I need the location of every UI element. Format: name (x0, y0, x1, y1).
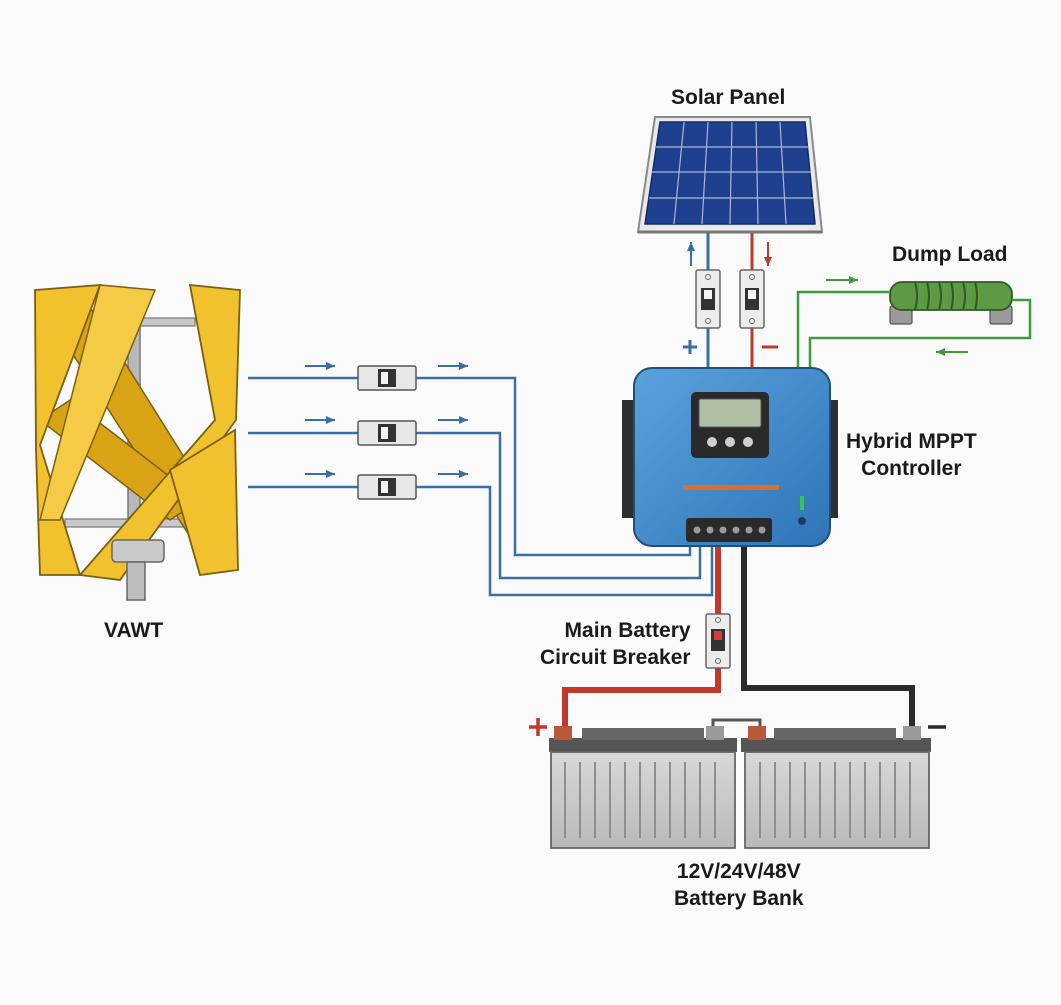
controller-accent-stripe (683, 485, 779, 490)
dump-load-wire-out (808, 298, 1032, 368)
vawt-flow-arrows (305, 362, 468, 478)
battery-bank-label: 12V/24V/48V Battery Bank (674, 858, 804, 912)
battery-2 (741, 726, 931, 849)
vawt-wire-fuses (357, 365, 417, 500)
battery-bank-label-line1: 12V/24V/48V (676, 860, 801, 883)
controller-button-3 (743, 437, 753, 447)
turbine-blade-2 (78, 283, 241, 581)
battery-wire-negative (741, 540, 915, 738)
battery-plus-sign (529, 718, 547, 736)
solar-panel-label-text: Solar Panel (671, 86, 786, 109)
vawt-turbine (34, 283, 241, 601)
solar-breaker-negative (739, 269, 765, 329)
controller-button-1 (707, 437, 717, 447)
controller-lcd (698, 398, 762, 428)
turbine-base (126, 561, 146, 601)
dump-load-label: Dump Load (892, 241, 1008, 268)
breaker-label-line2: Circuit Breaker (540, 646, 691, 669)
solar-panel (636, 116, 824, 234)
solar-panel-label: Solar Panel (671, 84, 785, 111)
battery-1 (549, 726, 737, 849)
turbine-blade-4 (168, 428, 239, 576)
solar-grid-lines (649, 121, 813, 225)
dump-load-resistor (889, 281, 1013, 325)
controller-button-2 (725, 437, 735, 447)
main-battery-breaker (705, 613, 731, 669)
breaker-label-line1: Main Battery (564, 619, 691, 642)
controller-label-line1: Hybrid MPPT (846, 430, 977, 453)
controller-indicator (798, 517, 806, 525)
controller-led (800, 496, 804, 510)
dump-load-label-text: Dump Load (892, 243, 1008, 266)
solar-breaker-positive (695, 269, 721, 329)
battery-bank-label-line2: Battery Bank (674, 887, 804, 910)
controller-terminal-block (686, 518, 772, 542)
turbine-hub (111, 539, 165, 563)
vawt-label: VAWT (104, 617, 163, 644)
vawt-label-text: VAWT (104, 619, 164, 642)
controller-terminals (693, 526, 766, 534)
solar-plus-sign (683, 340, 697, 354)
turbine-blade-3 (39, 284, 157, 521)
controller-label-line2: Controller (861, 457, 962, 480)
mppt-controller (622, 367, 838, 547)
controller-label: Hybrid MPPT Controller (846, 428, 977, 482)
dump-load-wire-in (796, 290, 890, 368)
breaker-label: Main Battery Circuit Breaker (540, 617, 691, 671)
